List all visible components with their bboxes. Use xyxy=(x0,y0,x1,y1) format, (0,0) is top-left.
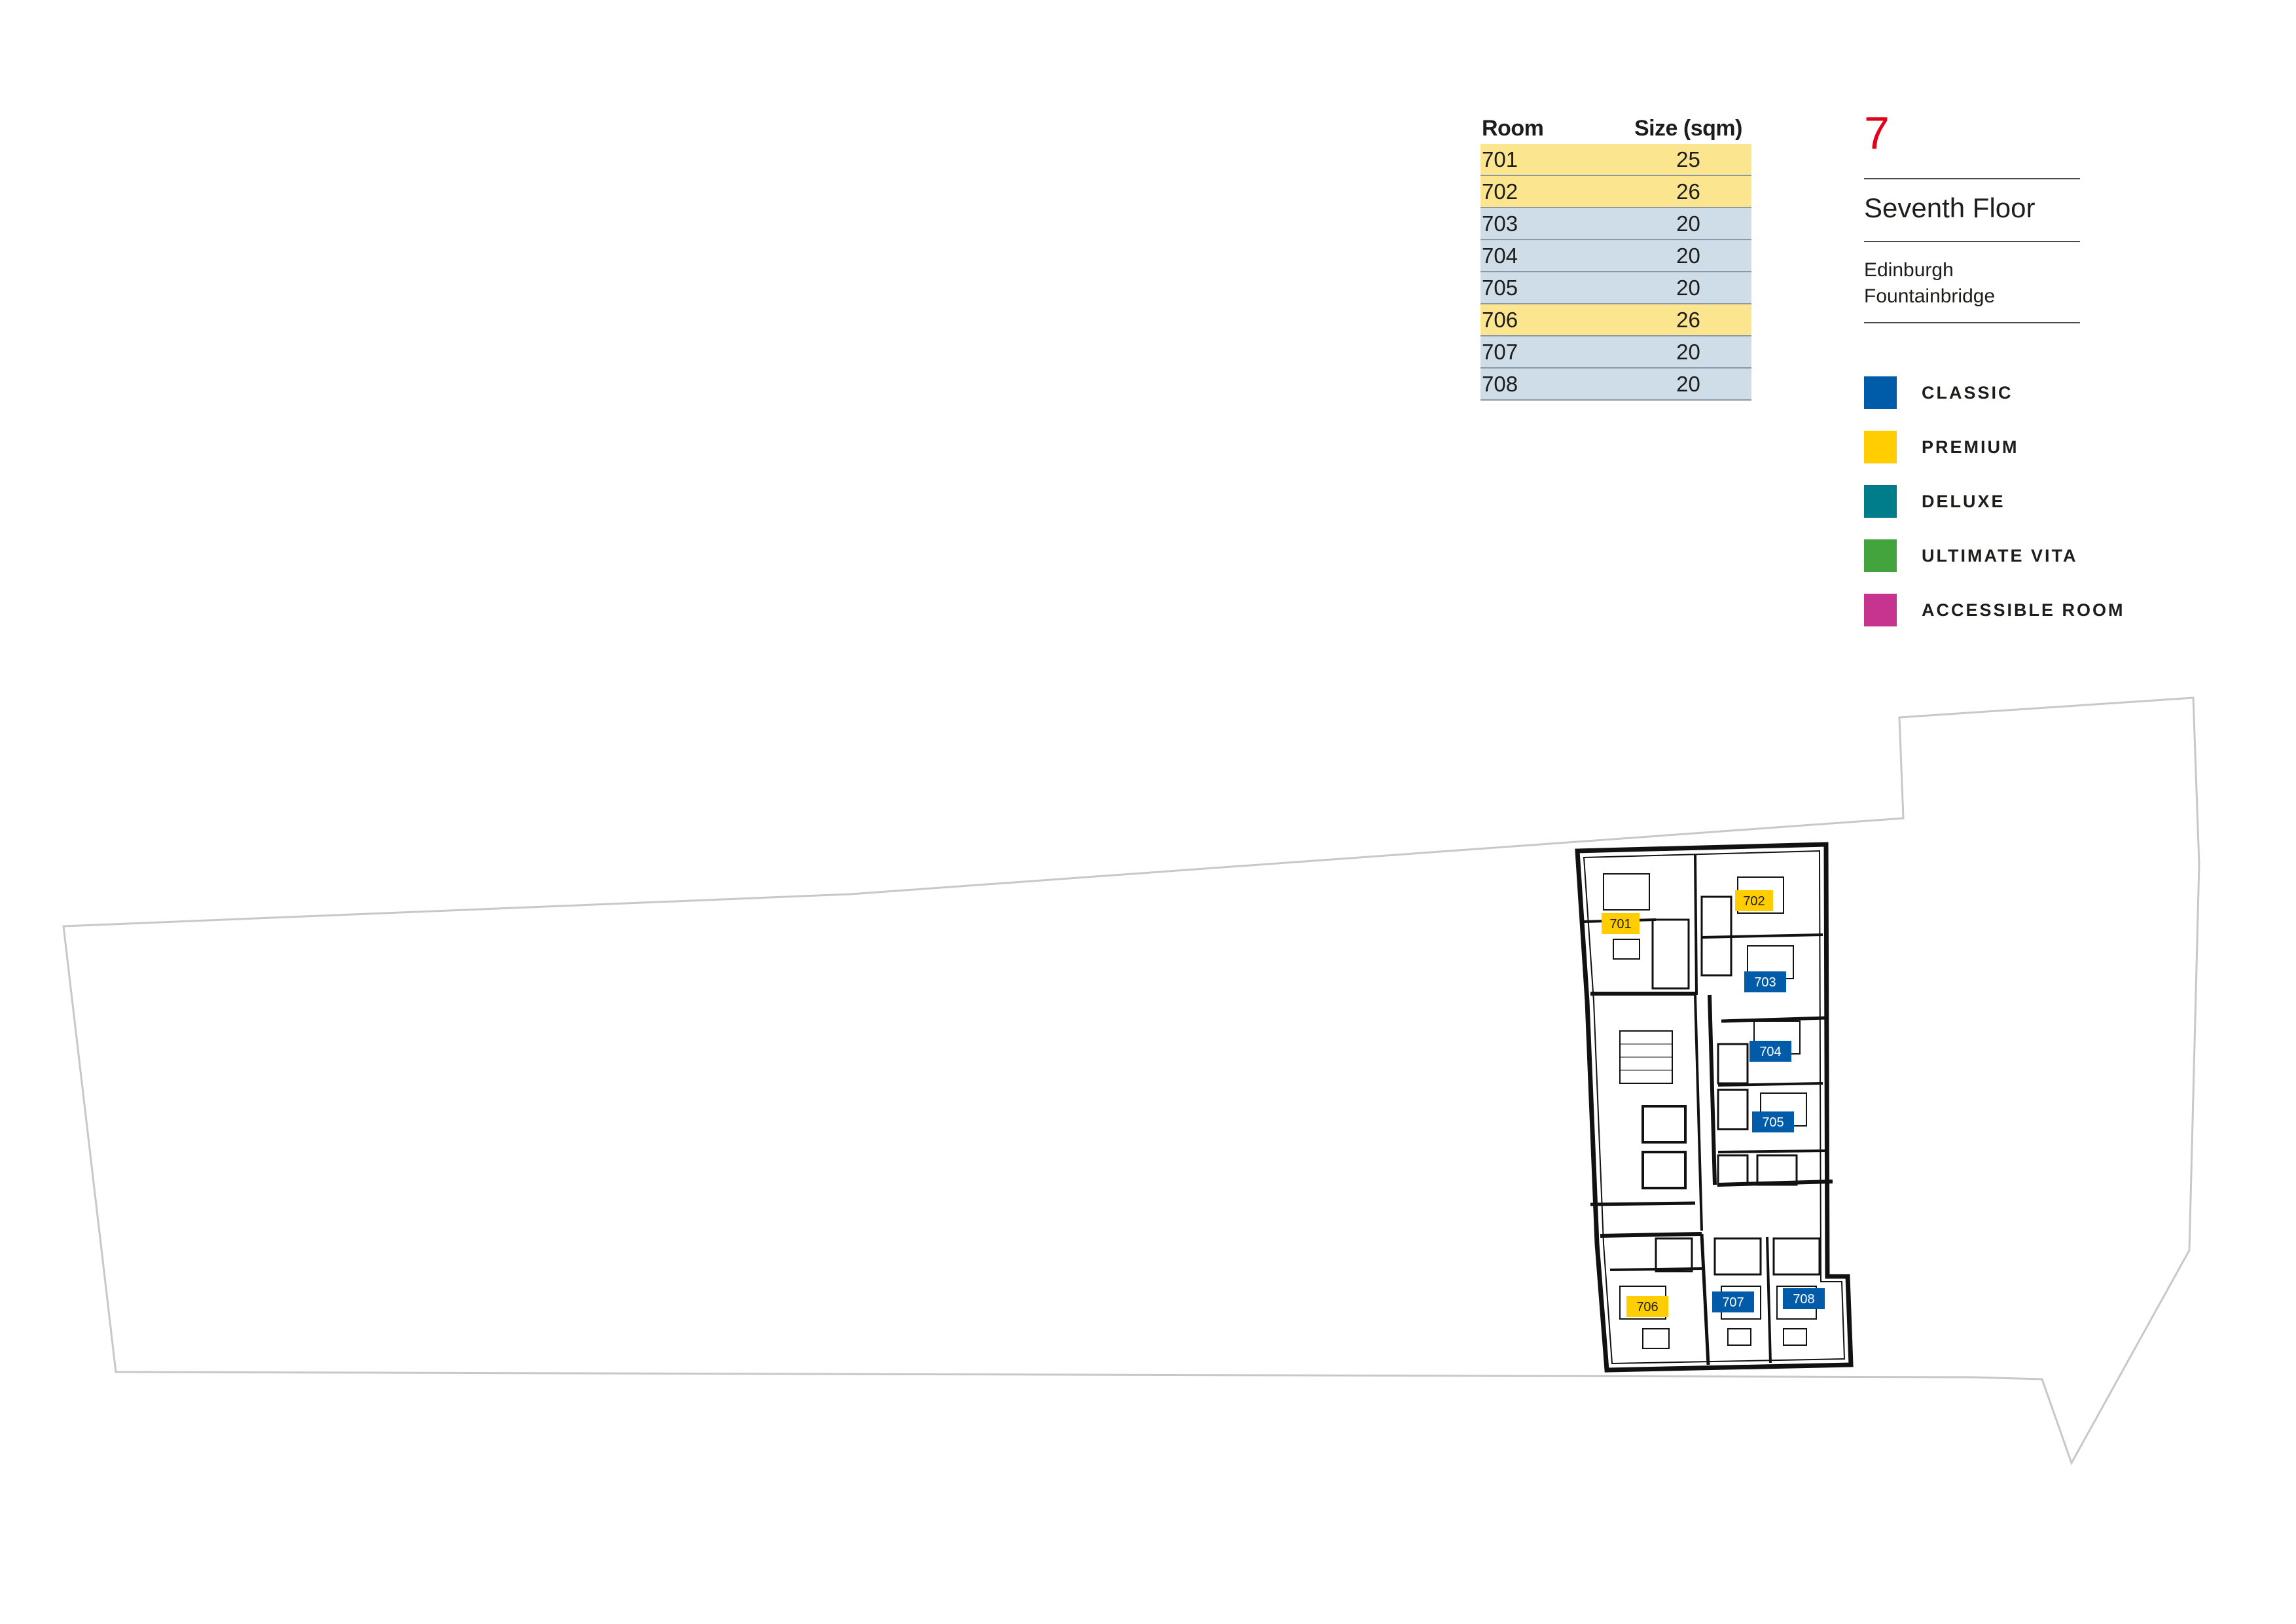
room-number-cell: 707 xyxy=(1482,339,1518,364)
legend-item-classic: CLASSIC xyxy=(1864,376,2125,409)
plan-label-701: 701 xyxy=(1602,913,1640,934)
floor-number: 7 xyxy=(1864,107,1890,158)
table-row: 702 26 xyxy=(1480,176,1751,208)
table-row: 704 20 xyxy=(1480,240,1751,272)
plan-label-text: 707 xyxy=(1722,1295,1744,1310)
site-boundary xyxy=(62,696,2200,1466)
building-floorplan xyxy=(1575,842,1854,1373)
location: Edinburgh Fountainbridge xyxy=(1864,257,1995,310)
legend-item-deluxe: DELUXE xyxy=(1864,485,2125,518)
room-number-cell: 702 xyxy=(1482,179,1518,204)
divider xyxy=(1864,322,2080,323)
legend-item-ultimate-vita: ULTIMATE VITA xyxy=(1864,539,2125,572)
table-row: 703 20 xyxy=(1480,208,1751,240)
plan-label-707: 707 xyxy=(1712,1291,1754,1312)
table-row: 706 26 xyxy=(1480,304,1751,336)
legend-item-accessible-room: ACCESSIBLE ROOM xyxy=(1864,594,2125,626)
legend-item-premium: PREMIUM xyxy=(1864,431,2125,463)
room-size-cell: 25 xyxy=(1676,147,1700,171)
plan-label-708: 708 xyxy=(1783,1288,1825,1309)
room-column-header: Room xyxy=(1482,115,1544,141)
ultimate-vita-swatch xyxy=(1864,539,1897,572)
plan-label-text: 701 xyxy=(1609,917,1631,931)
table-header: Room Size (sqm) xyxy=(1480,113,1751,144)
plan-label-705-tag xyxy=(1752,1111,1794,1132)
classic-swatch xyxy=(1864,376,1897,409)
plan-label-705: 705 xyxy=(1752,1111,1794,1132)
plan-label-text: 708 xyxy=(1793,1292,1814,1307)
deluxe-swatch xyxy=(1864,485,1897,518)
table-row: 701 25 xyxy=(1480,144,1751,176)
room-number-cell: 705 xyxy=(1482,275,1518,300)
plan-label-text: 705 xyxy=(1762,1115,1784,1130)
plan-label-text: 704 xyxy=(1759,1045,1781,1059)
plan-label-701-tag xyxy=(1602,913,1640,934)
plan-label-text: 706 xyxy=(1636,1300,1658,1314)
floor-name: Seventh Floor xyxy=(1864,192,2036,223)
divider xyxy=(1864,241,2080,242)
plan-label-708-tag xyxy=(1783,1288,1825,1309)
table-row: 705 20 xyxy=(1480,272,1751,304)
accessible-room-swatch xyxy=(1864,594,1897,626)
plan-label-702-tag xyxy=(1735,890,1773,911)
plan-label-707-tag xyxy=(1712,1291,1754,1312)
table-row: 708 20 xyxy=(1480,369,1751,401)
room-size-table: Room Size (sqm) 701 25 702 26 703 20 704… xyxy=(1480,113,1751,401)
plan-label-text: 703 xyxy=(1754,975,1776,990)
location-city: Edinburgh xyxy=(1864,259,1954,281)
room-size-cell: 20 xyxy=(1676,211,1700,236)
premium-swatch xyxy=(1864,431,1897,463)
plan-label-704-tag xyxy=(1749,1041,1791,1062)
room-size-cell: 20 xyxy=(1676,371,1700,396)
legend-label: CLASSIC xyxy=(1922,382,2013,403)
room-size-cell: 20 xyxy=(1676,339,1700,364)
plan-label-text: 702 xyxy=(1743,894,1765,909)
legend-label: ULTIMATE VITA xyxy=(1922,545,2078,566)
plan-label-706-tag xyxy=(1626,1296,1668,1317)
room-number-cell: 706 xyxy=(1482,307,1518,332)
legend-label: ACCESSIBLE ROOM xyxy=(1922,600,2125,620)
plan-label-703: 703 xyxy=(1744,971,1786,992)
room-size-cell: 20 xyxy=(1676,275,1700,300)
room-number-cell: 708 xyxy=(1482,371,1518,396)
size-column-header: Size (sqm) xyxy=(1634,115,1743,141)
table-row: 707 20 xyxy=(1480,336,1751,369)
room-number-cell: 703 xyxy=(1482,211,1518,236)
room-number-cell: 704 xyxy=(1482,243,1518,268)
legend-label: DELUXE xyxy=(1922,491,2005,511)
room-size-cell: 20 xyxy=(1676,243,1700,268)
plan-label-704: 704 xyxy=(1749,1041,1791,1062)
location-site: Fountainbridge xyxy=(1864,285,1996,307)
legend-label: PREMIUM xyxy=(1922,437,2019,457)
plan-room-labels: 701 702 703 704 705 706 707 708 xyxy=(1602,890,1825,1317)
room-type-legend: CLASSIC PREMIUM DELUXE ULTIMATE VITA ACC… xyxy=(1864,376,2125,648)
plan-label-703-tag xyxy=(1744,971,1786,992)
divider xyxy=(1864,178,2080,179)
room-size-cell: 26 xyxy=(1676,307,1700,332)
plan-label-702: 702 xyxy=(1735,890,1773,911)
room-number-cell: 701 xyxy=(1482,147,1518,171)
plan-label-706: 706 xyxy=(1626,1296,1668,1317)
room-size-cell: 26 xyxy=(1676,179,1700,204)
